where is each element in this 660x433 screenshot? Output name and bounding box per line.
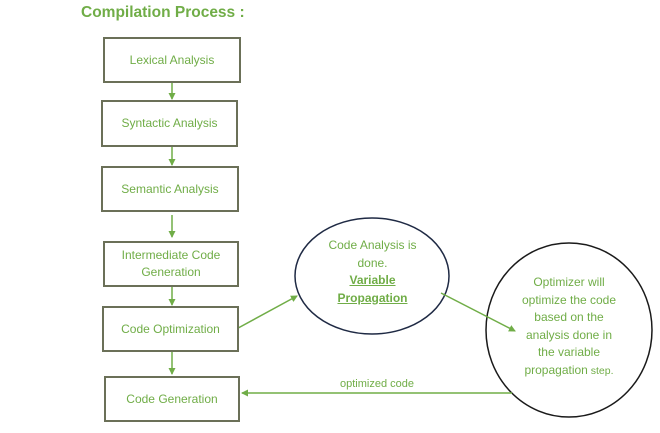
- optimizer-line-2: optimize the code: [521, 292, 617, 307]
- analysis-emphasis-line-1: Variable: [349, 273, 396, 287]
- stage-label-line1: Intermediate Code: [121, 248, 221, 262]
- stage-label: Lexical Analysis: [129, 52, 215, 67]
- stage-label: Code Generation: [126, 391, 218, 406]
- stage-syntactic-analysis: Syntactic Analysis: [101, 100, 238, 147]
- stage-semantic-analysis: Semantic Analysis: [101, 166, 239, 212]
- stage-code-optimization: Code Optimization: [102, 306, 239, 352]
- stage-code-generation: Code Generation: [104, 376, 240, 422]
- optimizer-line-6-suffix: step.: [587, 364, 614, 377]
- optimizer-line-6-main: propagation: [524, 362, 588, 377]
- stage-label: Semantic Analysis: [121, 181, 219, 196]
- analysis-line-2: done.: [357, 255, 388, 270]
- stage-label: Syntactic Analysis: [121, 116, 218, 130]
- feedback-edge-label: optimized code: [340, 378, 414, 390]
- optimizer-line-3: based on the: [534, 310, 604, 324]
- stage-lexical-analysis: Lexical Analysis: [103, 37, 241, 83]
- arrow-analysis-to-optimizer: [440, 292, 516, 332]
- arrow-optimization-to-analysis: [228, 295, 298, 334]
- stage-label-line2: Generation: [141, 265, 201, 279]
- stage-intermediate-code-generation: Intermediate Code Generation: [103, 241, 239, 287]
- optimizer-circle: [485, 242, 653, 418]
- analysis-emphasis-line-2: Propagation: [337, 290, 408, 305]
- analysis-ellipse: [294, 217, 450, 335]
- analysis-line-1: Code Analysis is: [328, 238, 417, 252]
- analysis-bubble-text: Code Analysis is done. Variable Propagat…: [305, 237, 440, 307]
- optimizer-line-1: Optimizer will: [533, 275, 605, 289]
- stage-label: Code Optimization: [121, 321, 220, 336]
- optimizer-line-4: analysis done in: [525, 327, 613, 342]
- diagram-title: Compilation Process :: [81, 4, 245, 21]
- optimizer-line-6: propagation step.: [505, 362, 633, 381]
- optimizer-bubble-text: Optimizer will optimize the code based o…: [505, 274, 633, 380]
- optimizer-line-5: the variable: [537, 345, 601, 359]
